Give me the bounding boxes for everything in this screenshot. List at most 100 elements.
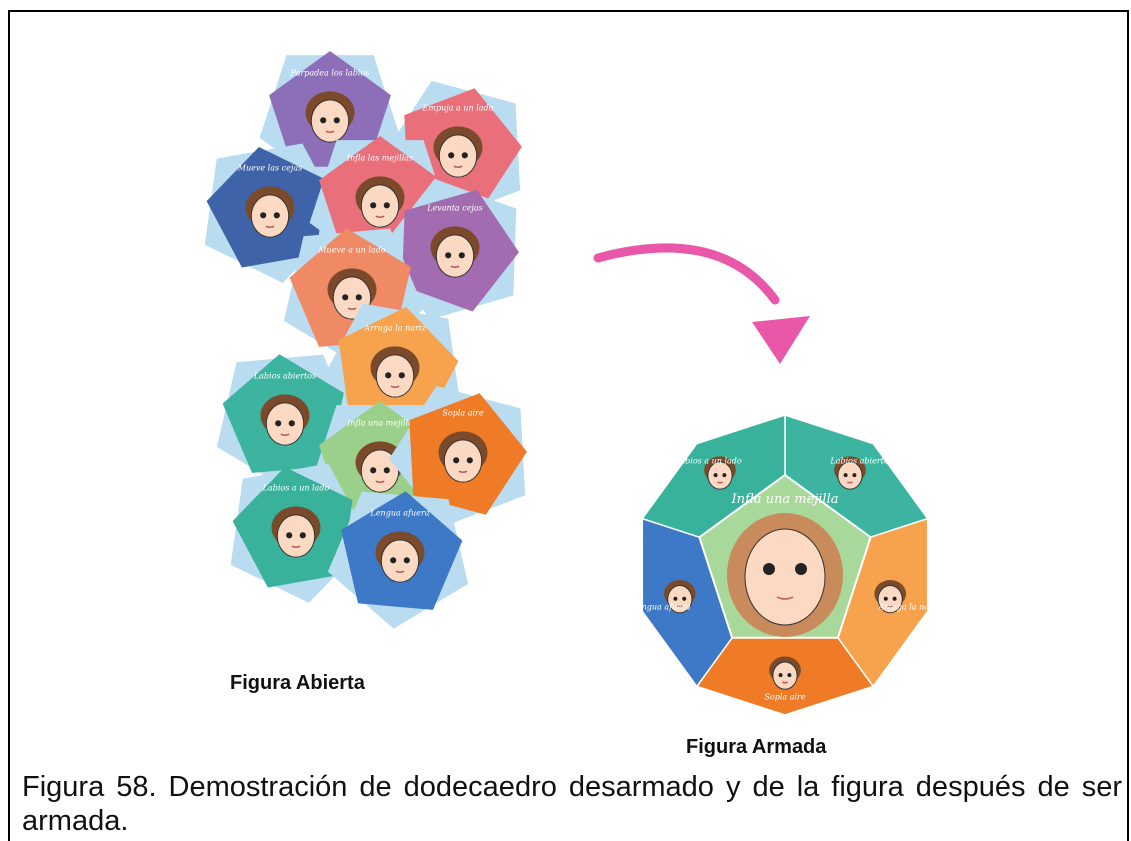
eye-right: [299, 532, 306, 539]
face-label: Labios a un lado: [674, 457, 742, 466]
mouth: [458, 470, 468, 473]
net-face: Mueve a un lado: [283, 228, 425, 366]
cartoon-face: [305, 91, 355, 143]
eye-left: [883, 596, 888, 601]
face-label: Infla las mejillas: [346, 153, 413, 162]
mouth: [325, 130, 335, 133]
face-shape: [837, 461, 863, 490]
cartoon-face: [370, 346, 420, 398]
side-face: Sopla aire: [695, 635, 875, 716]
face-shape: [435, 234, 475, 278]
label-assembled-figure: Figura Armada: [686, 736, 827, 758]
face-label: Mueve las cejas: [237, 163, 302, 172]
mouth: [782, 681, 788, 684]
face-shape: [360, 449, 400, 493]
side-face: Lengua afuera: [631, 517, 735, 688]
transform-arrow-head: [752, 316, 810, 364]
face-shape: [250, 194, 290, 238]
mouth: [676, 605, 683, 608]
face-shape: [667, 585, 693, 614]
face-shape: [744, 528, 826, 626]
side-face: Arruga la nariz: [835, 517, 940, 688]
eye-left: [275, 420, 282, 427]
face-shape: [707, 461, 733, 490]
eye-right: [273, 212, 280, 219]
eye-right: [892, 596, 897, 601]
face-label: Labios a un lado: [262, 483, 330, 492]
mouth: [291, 545, 301, 548]
face-label: Lengua afuera: [370, 508, 430, 517]
figure-frame: [8, 10, 1129, 841]
net-face: Levanta cejas: [381, 178, 519, 320]
mouth: [887, 605, 894, 608]
eye-right: [333, 117, 340, 124]
face-label: Arruga la nariz: [877, 602, 940, 611]
mouth: [375, 480, 385, 483]
face-shape: [375, 354, 415, 398]
mouth: [450, 265, 460, 268]
cartoon-face: [245, 186, 295, 238]
eye-left: [448, 152, 455, 159]
mouth: [717, 481, 723, 484]
net-face: Mueve las cejas: [204, 143, 344, 283]
face-label: Sopla aire: [764, 692, 805, 701]
eye-left: [673, 596, 678, 601]
face-shape: [276, 514, 316, 558]
mouth: [390, 385, 400, 388]
figure-caption: Figura 58. Demostración de dodecaedro de…: [22, 771, 1122, 837]
cartoon-face: [769, 656, 801, 690]
eye-left: [286, 532, 293, 539]
eye-right: [466, 457, 473, 464]
front-face-label: Infla una mejilla: [731, 492, 839, 507]
cartoon-face: [874, 580, 907, 614]
cartoon-face: [433, 126, 483, 178]
net-face: Sopla aire: [389, 385, 527, 527]
face-label: Parpadea los labios: [290, 68, 370, 77]
eye-right: [852, 473, 857, 478]
eye-left: [843, 473, 848, 478]
mouth: [375, 215, 385, 218]
cartoon-face: [271, 506, 321, 558]
cartoon-face: [704, 456, 736, 490]
face-label: Infla una mejilla: [346, 418, 413, 427]
cartoon-face: [438, 431, 488, 483]
eye-right: [355, 294, 362, 301]
eye-left: [778, 673, 783, 678]
eye-right: [398, 372, 405, 379]
front-face: Infla una mejilla: [698, 473, 872, 639]
face-label: Levanta cejas: [426, 203, 483, 212]
eye-left: [390, 557, 397, 564]
label-open-figure: Figura Abierta: [230, 672, 365, 694]
face-label: Sopla aire: [442, 408, 483, 417]
face-shape: [443, 439, 483, 483]
eye-left: [260, 212, 267, 219]
face-label: Empuja a un lado: [422, 103, 494, 112]
face-label: Arruga la nariz: [363, 323, 426, 332]
face-shape: [360, 184, 400, 228]
eye-right: [288, 420, 295, 427]
mouth: [453, 165, 463, 168]
cartoon-face: [260, 394, 310, 446]
eye-right: [795, 563, 807, 575]
face-shape: [772, 661, 798, 690]
eye-right: [722, 473, 727, 478]
cartoon-face: [663, 580, 696, 614]
transform-arrow: [593, 243, 780, 305]
eye-right: [403, 557, 410, 564]
cartoon-face: [375, 531, 425, 583]
cartoon-face: [834, 456, 866, 490]
eye-left: [713, 473, 718, 478]
mouth: [847, 481, 853, 484]
eye-left: [370, 202, 377, 209]
face-label: Labios abiertos: [253, 371, 316, 380]
eye-right: [383, 467, 390, 474]
eye-left: [763, 563, 775, 575]
mouth: [395, 570, 405, 573]
face-label: Lengua afuera: [631, 602, 691, 611]
mouth: [347, 307, 357, 310]
eye-left: [370, 467, 377, 474]
mouth: [265, 225, 275, 228]
eye-left: [453, 457, 460, 464]
